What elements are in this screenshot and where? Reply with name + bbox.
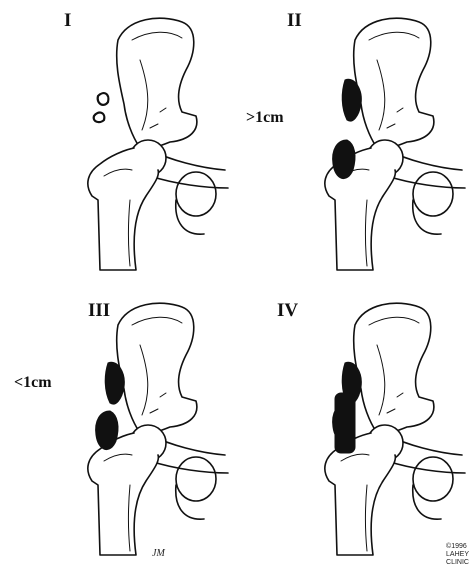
ischium-outline: [176, 200, 204, 234]
gap-measurement-label: <1cm: [14, 375, 52, 391]
hip-joint-drawing: [0, 285, 237, 570]
obturator-foramen: [413, 172, 453, 216]
pubic-ramus-lower: [387, 461, 465, 473]
femur-outline: [88, 148, 159, 270]
femoral-spur: [333, 140, 355, 179]
panel-grade-2: II >1cm: [237, 0, 474, 285]
pubic-ramus-lower: [150, 461, 228, 473]
heterotopic-ossification: [96, 362, 125, 449]
femur-outline: [325, 433, 396, 555]
obturator-foramen: [176, 457, 216, 501]
ischium-outline: [176, 485, 204, 519]
grade-numeral: II: [287, 11, 302, 30]
bone-island: [94, 113, 105, 123]
copyright-holder-line1: LAHEY: [446, 551, 469, 559]
hip-joint-drawing: [237, 285, 474, 570]
ilium-outline: [117, 18, 197, 148]
ankylosis-bridge: [335, 393, 355, 453]
grade-numeral: I: [64, 11, 71, 30]
heterotopic-ossification: [94, 93, 109, 122]
ilium-outline: [117, 303, 197, 433]
panel-grade-3: III <1cm JM: [0, 285, 237, 570]
copyright-notice: ©1996 LAHEY CLINIC: [446, 543, 469, 567]
panel-grade-1: I: [0, 0, 237, 285]
hip-joint-drawing: [237, 0, 474, 285]
gap-measurement-label: >1cm: [246, 110, 284, 126]
anatomy-group: [88, 18, 228, 270]
ilium-outline: [354, 303, 434, 433]
pubic-ramus-lower: [150, 176, 228, 188]
femur-outline: [88, 433, 159, 555]
artist-initials: JM: [152, 548, 165, 559]
ilium-outline: [354, 18, 434, 148]
bone-island: [98, 93, 109, 105]
grade-numeral: IV: [277, 301, 298, 320]
copyright-holder-line2: CLINIC: [446, 559, 469, 567]
grade-numeral: III: [88, 301, 110, 320]
pubic-ramus-lower: [387, 176, 465, 188]
obturator-foramen: [176, 172, 216, 216]
panel-grade-4: IV: [237, 285, 474, 570]
femoral-spur: [96, 411, 118, 450]
obturator-foramen: [413, 457, 453, 501]
hip-joint-drawing: [0, 0, 237, 285]
copyright-year: ©1996: [446, 543, 469, 551]
ischium-outline: [413, 200, 441, 234]
ischium-outline: [413, 485, 441, 519]
